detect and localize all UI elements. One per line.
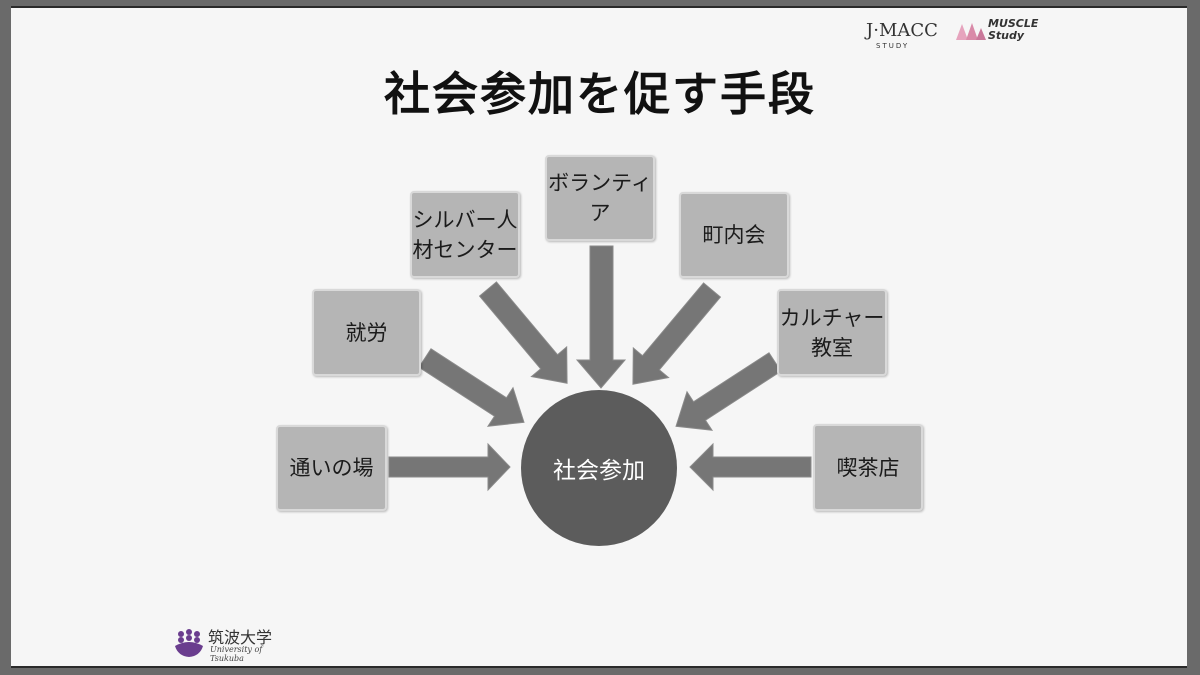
arrow-kayoi (388, 442, 511, 492)
hub-circle: 社会参加 (521, 390, 677, 546)
node-culture: カルチャー 教室 (777, 289, 887, 376)
arrow-chonaikai (632, 282, 722, 385)
arrow-kissaten (689, 442, 812, 492)
sponsor-logos: J·MACC STUDY MUSCLE Study (866, 18, 1056, 54)
slide-title: 社会参加を促す手段 (384, 67, 816, 121)
university-logo: 筑波大学 University of Tsukuba (172, 624, 292, 664)
university-name: 筑波大学 (208, 628, 273, 647)
arrow-shuro (418, 348, 525, 427)
muscle-logo-text: MUSCLE Study (988, 18, 1038, 42)
node-silver: シルバー人 材センター (410, 191, 520, 278)
paulownia-crest-icon (175, 629, 203, 657)
jmacc-logo: J·MACC (866, 20, 938, 41)
node-chonaikai: 町内会 (679, 192, 789, 278)
arrow-silver (478, 281, 568, 384)
muscle-logo-line2: Study (988, 29, 1025, 42)
node-volunteer: ボランティア (545, 155, 655, 241)
jmacc-logo-sub: STUDY (876, 42, 910, 50)
muscle-logo-line1: MUSCLE (988, 17, 1039, 30)
node-kissaten: 喫茶店 (813, 424, 923, 511)
arrow-culture (675, 352, 782, 431)
university-subtitle: University of Tsukuba (210, 645, 263, 663)
arrow-volunteer (575, 245, 627, 389)
node-shuro: 就労 (312, 289, 421, 376)
node-kayoi: 通いの場 (276, 425, 387, 511)
hub-label: 社会参加 (553, 458, 645, 484)
muscle-logo-icon (956, 23, 986, 40)
